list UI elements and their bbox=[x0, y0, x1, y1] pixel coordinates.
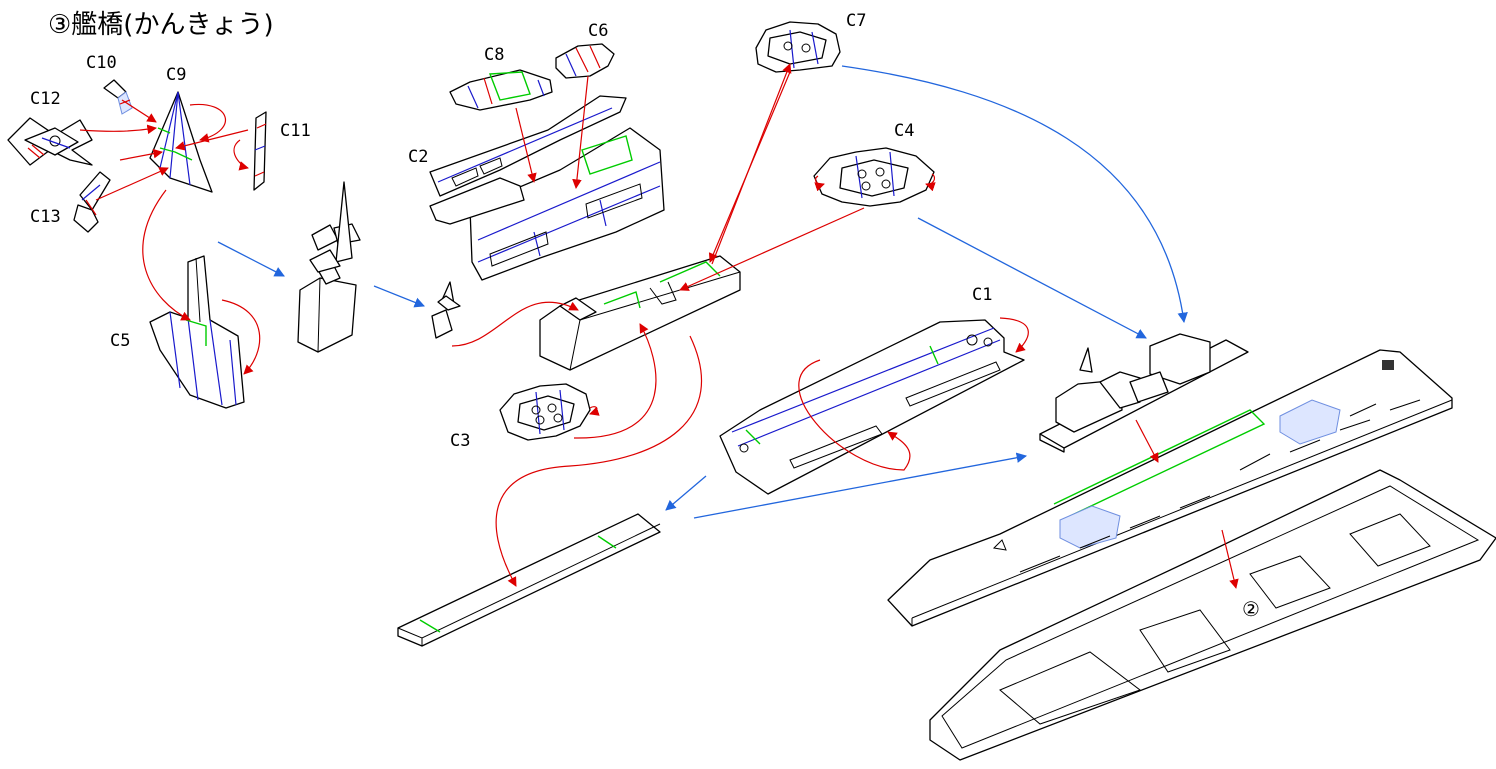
part-c1 bbox=[719, 319, 1025, 495]
part-c9 bbox=[149, 91, 213, 193]
part-c4 bbox=[813, 147, 935, 207]
hull-base-lower bbox=[929, 469, 1496, 761]
label-c9: C9 bbox=[166, 65, 186, 85]
part-c8 bbox=[449, 69, 553, 111]
part-c7 bbox=[755, 21, 841, 73]
flight-deck-upper bbox=[887, 349, 1453, 627]
part-c11 bbox=[253, 111, 267, 191]
blue-arrows bbox=[217, 65, 1188, 519]
bridge-base-block bbox=[539, 255, 741, 371]
small-mast-assembly bbox=[431, 281, 461, 339]
label-c5: C5 bbox=[110, 331, 130, 351]
label-c1: C1 bbox=[972, 285, 992, 305]
part-c2 bbox=[429, 95, 665, 281]
deck-strip bbox=[397, 513, 661, 647]
label-c4: C4 bbox=[894, 121, 914, 141]
step-2-marker: ② bbox=[1242, 597, 1260, 621]
part-c12 bbox=[7, 117, 93, 166]
part-c6 bbox=[555, 43, 615, 79]
label-c2: C2 bbox=[408, 147, 428, 167]
label-c3: C3 bbox=[450, 431, 470, 451]
page-title: ③艦橋(かんきょう) bbox=[48, 10, 274, 40]
label-c11: C11 bbox=[280, 121, 311, 141]
assembled-island bbox=[1039, 333, 1249, 453]
label-c13: C13 bbox=[30, 207, 61, 227]
red-arrows bbox=[79, 63, 1239, 589]
label-c8: C8 bbox=[484, 45, 504, 65]
assembled-mast bbox=[297, 181, 361, 353]
part-c13 bbox=[73, 171, 111, 233]
part-c10 bbox=[103, 79, 133, 115]
part-c5 bbox=[149, 255, 245, 409]
label-c6: C6 bbox=[588, 21, 608, 41]
label-c7: C7 bbox=[846, 11, 866, 31]
part-c3 bbox=[499, 383, 591, 441]
label-c10: C10 bbox=[86, 53, 117, 73]
label-c12: C12 bbox=[30, 89, 61, 109]
